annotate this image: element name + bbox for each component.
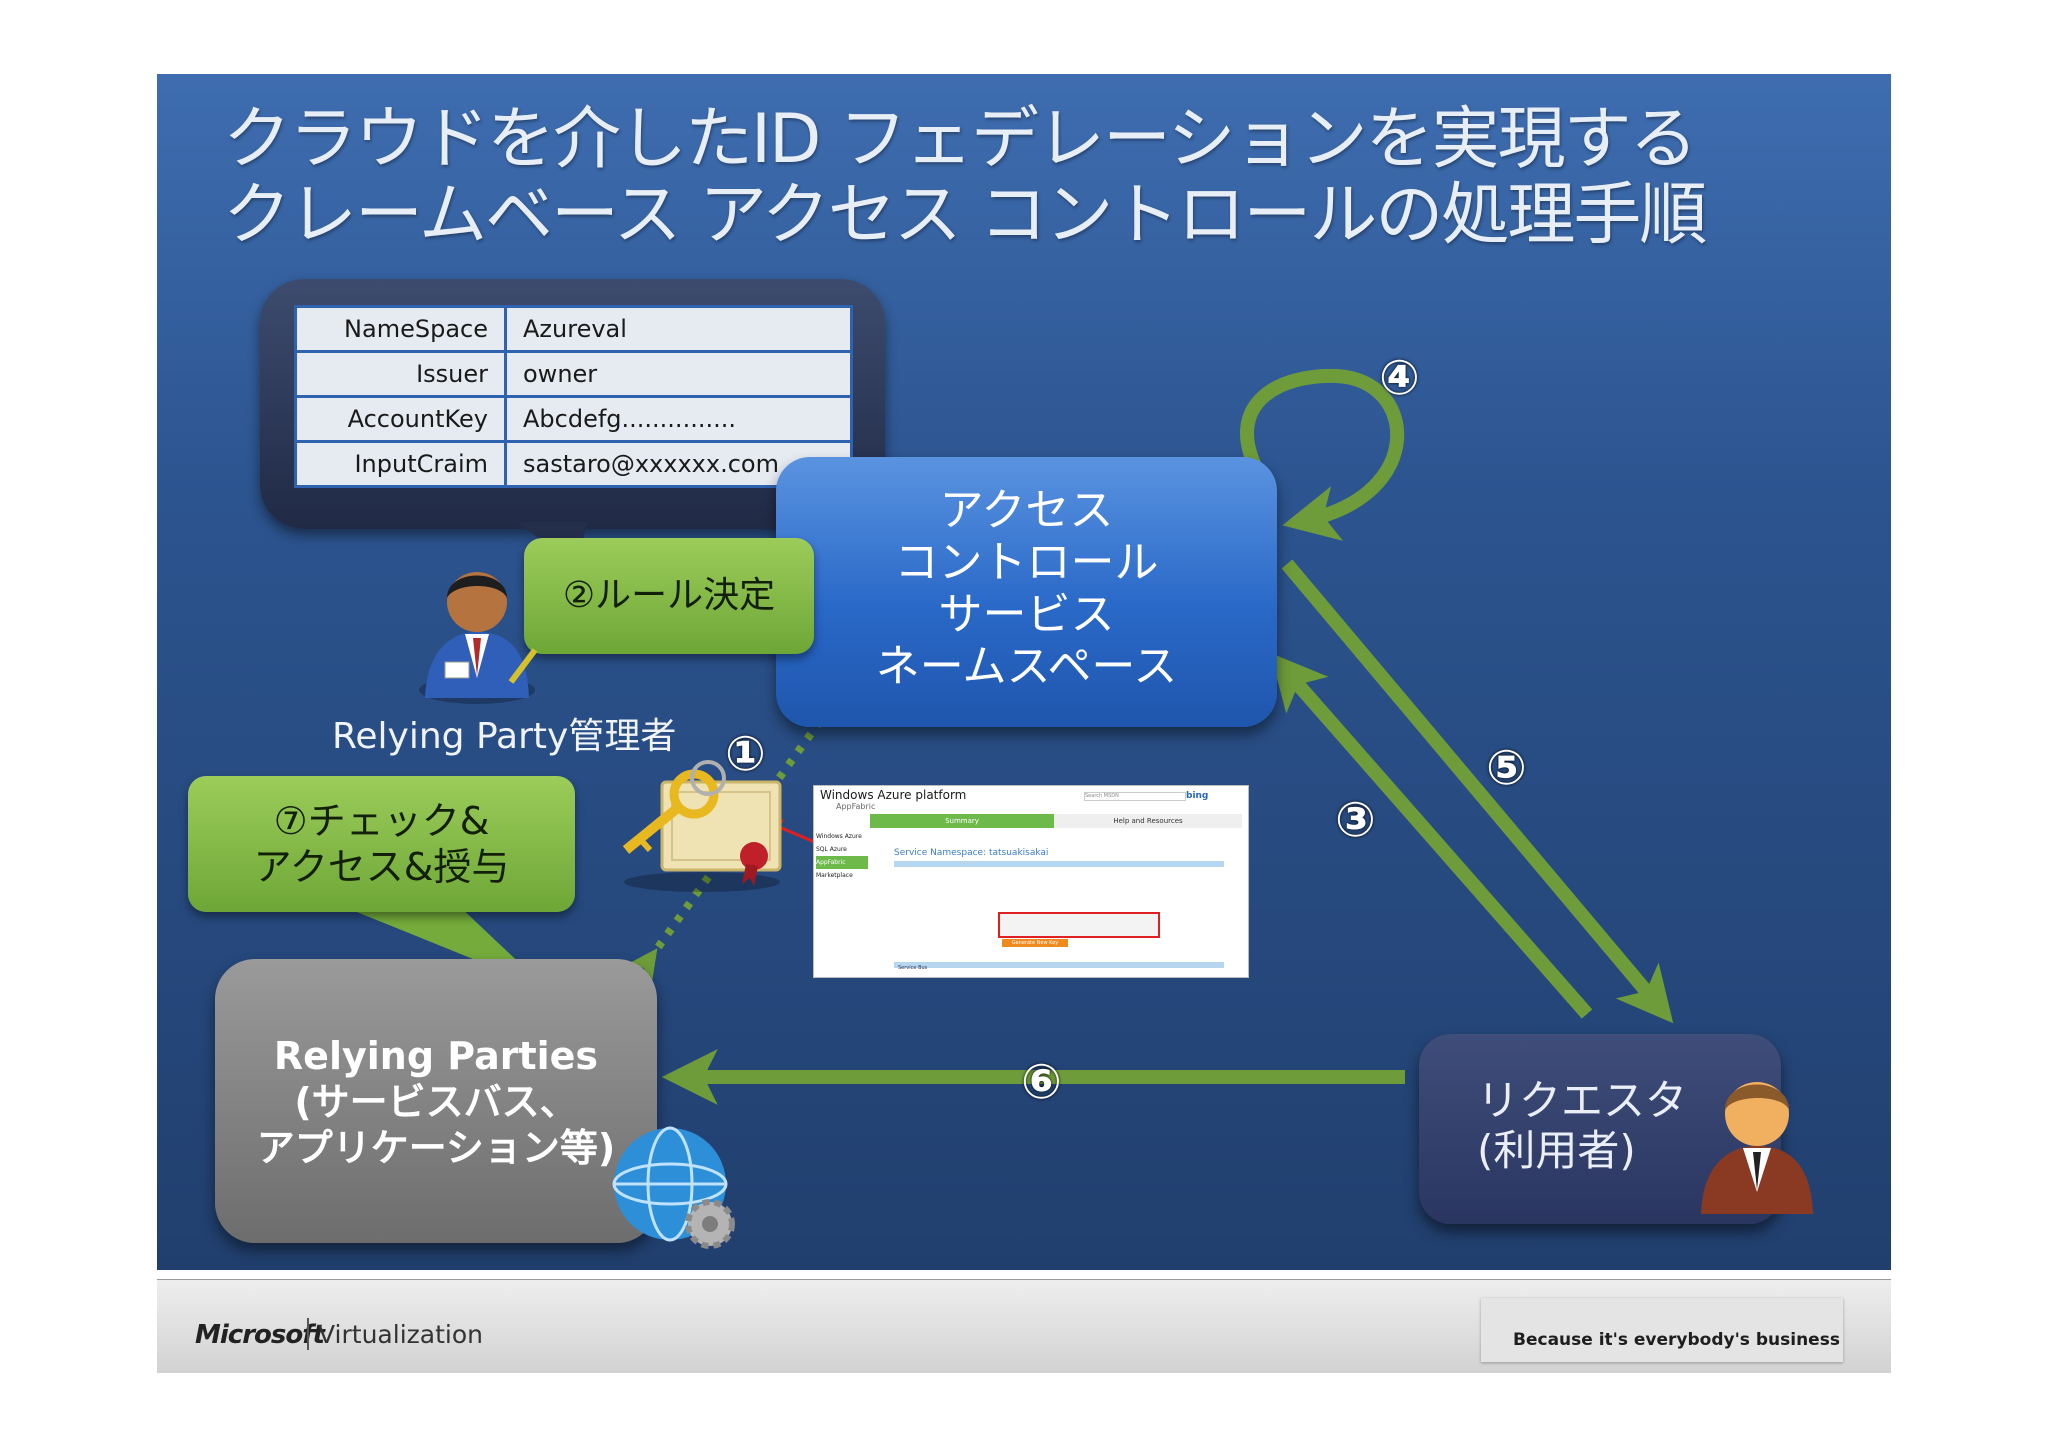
rp-line-2: (サービスバス、	[294, 1080, 578, 1124]
portal-section2-label: Service Bus	[898, 965, 928, 971]
footer-product: Virtualization	[318, 1320, 483, 1349]
portal-section-bar-2: Service Bus	[894, 962, 1224, 971]
step-6-label: ⑥	[1021, 1054, 1062, 1110]
credential-key: NameSpace	[294, 305, 507, 353]
step-1-label: ①	[725, 726, 766, 782]
relying-party-admin-label: Relying Party管理者	[332, 716, 677, 757]
requester-line-1: リクエスタ	[1477, 1076, 1688, 1125]
portal-nav: Windows Azure SQL Azure AppFabric Market…	[816, 830, 868, 882]
portal-bing-logo: bing	[1186, 791, 1209, 801]
step5-arrow	[1281, 559, 1674, 1024]
check-bubble-line-1: ⑦チェック&	[273, 799, 490, 843]
step3-arrow	[1270, 653, 1593, 1019]
acs-line-4: ネームスペース	[875, 641, 1178, 692]
acs-line-2: コントロール	[894, 537, 1159, 588]
portal-generate-key-button: Generate New Key	[1002, 939, 1068, 947]
step4-loop-arrow	[1240, 368, 1404, 541]
requester-user-icon	[1701, 1082, 1813, 1214]
slide-title: クラウドを介したID フェデレーションを実現する クレームベース アクセス コン…	[223, 102, 1863, 254]
azure-portal-screenshot: Windows Azure platform AppFabric Search …	[813, 785, 1249, 978]
relying-parties-box: Relying Parties (サービスバス、 アプリケーション等)	[215, 959, 657, 1243]
rule-decision-bubble: ②ルール決定	[524, 538, 814, 654]
portal-nav-item: AppFabric	[816, 856, 868, 869]
credential-value: Abcdefg...............	[504, 395, 853, 443]
footer-divider	[307, 1318, 309, 1350]
title-line-1: クラウドを介したID フェデレーションを実現する	[223, 100, 1698, 179]
portal-namespace-title: Service Namespace: tatsuakisakai	[894, 848, 1049, 858]
slide-footer: Microsoft Virtualization	[157, 1279, 1891, 1373]
portal-nav-item: SQL Azure	[816, 846, 847, 853]
credential-value: Azureval	[504, 305, 853, 353]
portal-key-highlight	[998, 912, 1160, 938]
slide: クラウドを介したID フェデレーションを実現する クレームベース アクセス コン…	[157, 74, 1891, 1270]
keys-certificate-icon	[622, 760, 782, 892]
credential-key: AccountKey	[294, 395, 507, 443]
portal-tab-summary: Summary	[870, 814, 1054, 828]
acs-line-3: サービス	[938, 589, 1115, 640]
credential-key: InputCraim	[294, 440, 507, 488]
credential-value: owner	[504, 350, 853, 398]
tagline-text: Because it's everybody's business	[1513, 1330, 1840, 1350]
requester-line-2: (利用者)	[1477, 1126, 1636, 1175]
access-control-service-box: アクセス コントロール サービス ネームスペース	[776, 457, 1277, 727]
portal-section-bar	[894, 861, 1224, 867]
title-line-2: クレームベース アクセス コントロールの処理手順	[223, 176, 1707, 255]
portal-tab-help: Help and Resources	[1113, 817, 1183, 825]
portal-subbrand: AppFabric	[836, 802, 876, 811]
check-and-grant-bubble: ⑦チェック& アクセス&授与	[188, 776, 575, 912]
acs-line-1: アクセス	[939, 485, 1114, 536]
step-5-label: ⑤	[1486, 740, 1527, 796]
rp-line-3: アプリケーション等)	[256, 1126, 616, 1170]
globe-gear-icon	[612, 1126, 735, 1249]
step-3-label: ③	[1335, 792, 1376, 848]
tagline-banner	[1481, 1298, 1843, 1362]
credential-key: Issuer	[294, 350, 507, 398]
admin-user-icon	[419, 572, 538, 704]
rp-line-1: Relying Parties	[273, 1034, 599, 1078]
portal-nav-item: Windows Azure	[816, 833, 862, 840]
microsoft-logo: Microsoft	[195, 1320, 325, 1350]
portal-brand: Windows Azure platform	[820, 788, 967, 802]
portal-nav-item: Marketplace	[816, 872, 853, 879]
check-bubble-line-2: アクセス&授与	[253, 845, 510, 889]
step-4-label: ④	[1379, 350, 1420, 406]
portal-search-input: Search MSDN	[1084, 792, 1186, 801]
